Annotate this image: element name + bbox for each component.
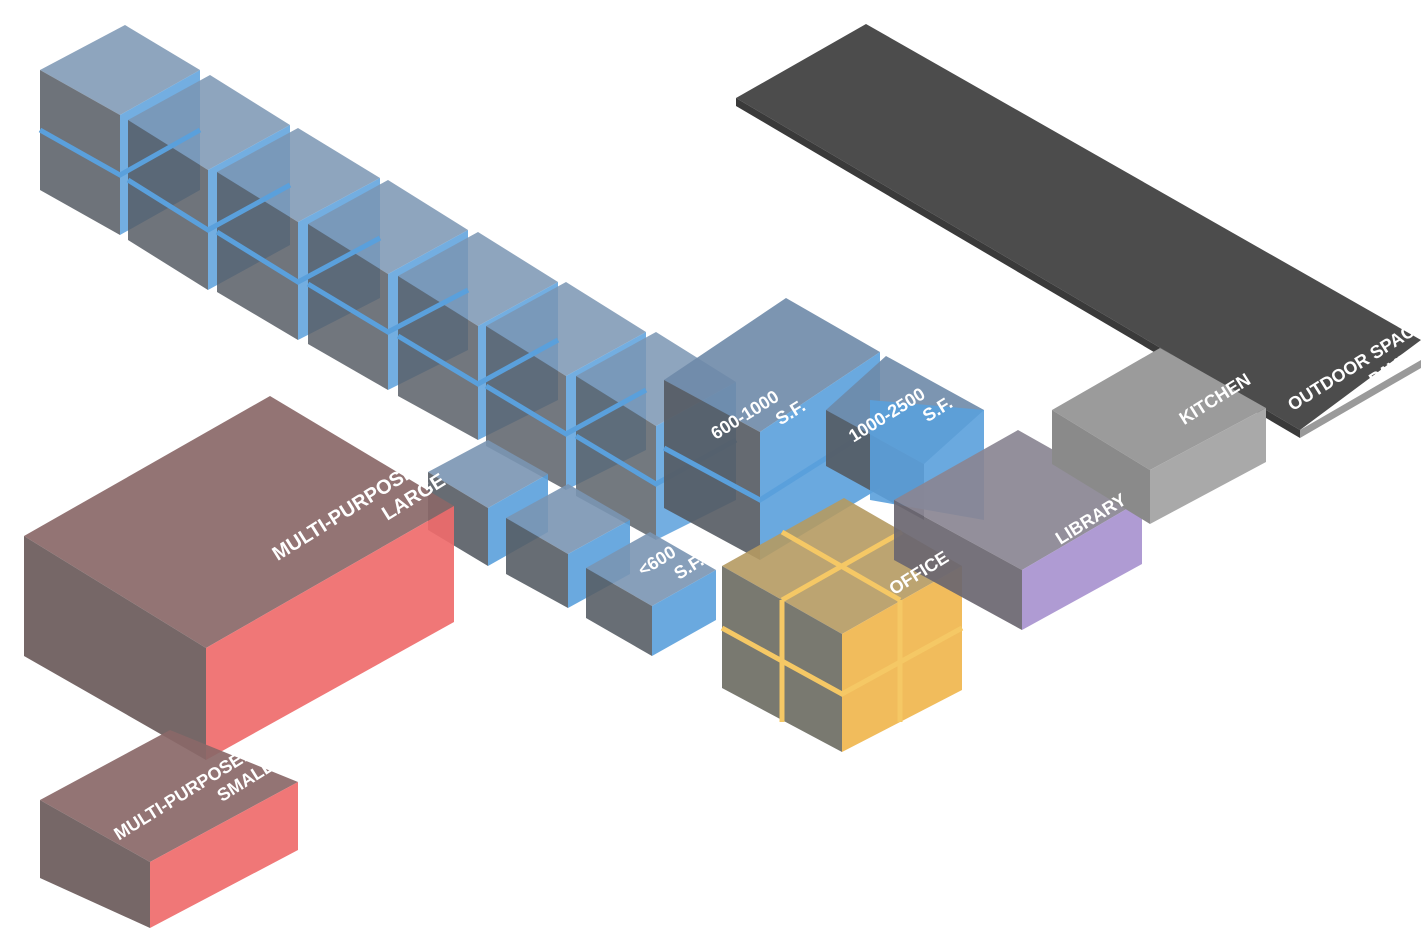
- kitchen-block: [1052, 348, 1266, 524]
- classroom-under-600-row: [428, 440, 716, 656]
- classroom-row-small-cubes: [38, 25, 738, 540]
- multipurpose-small-block: [40, 730, 298, 928]
- multipurpose-large-block: [24, 396, 454, 760]
